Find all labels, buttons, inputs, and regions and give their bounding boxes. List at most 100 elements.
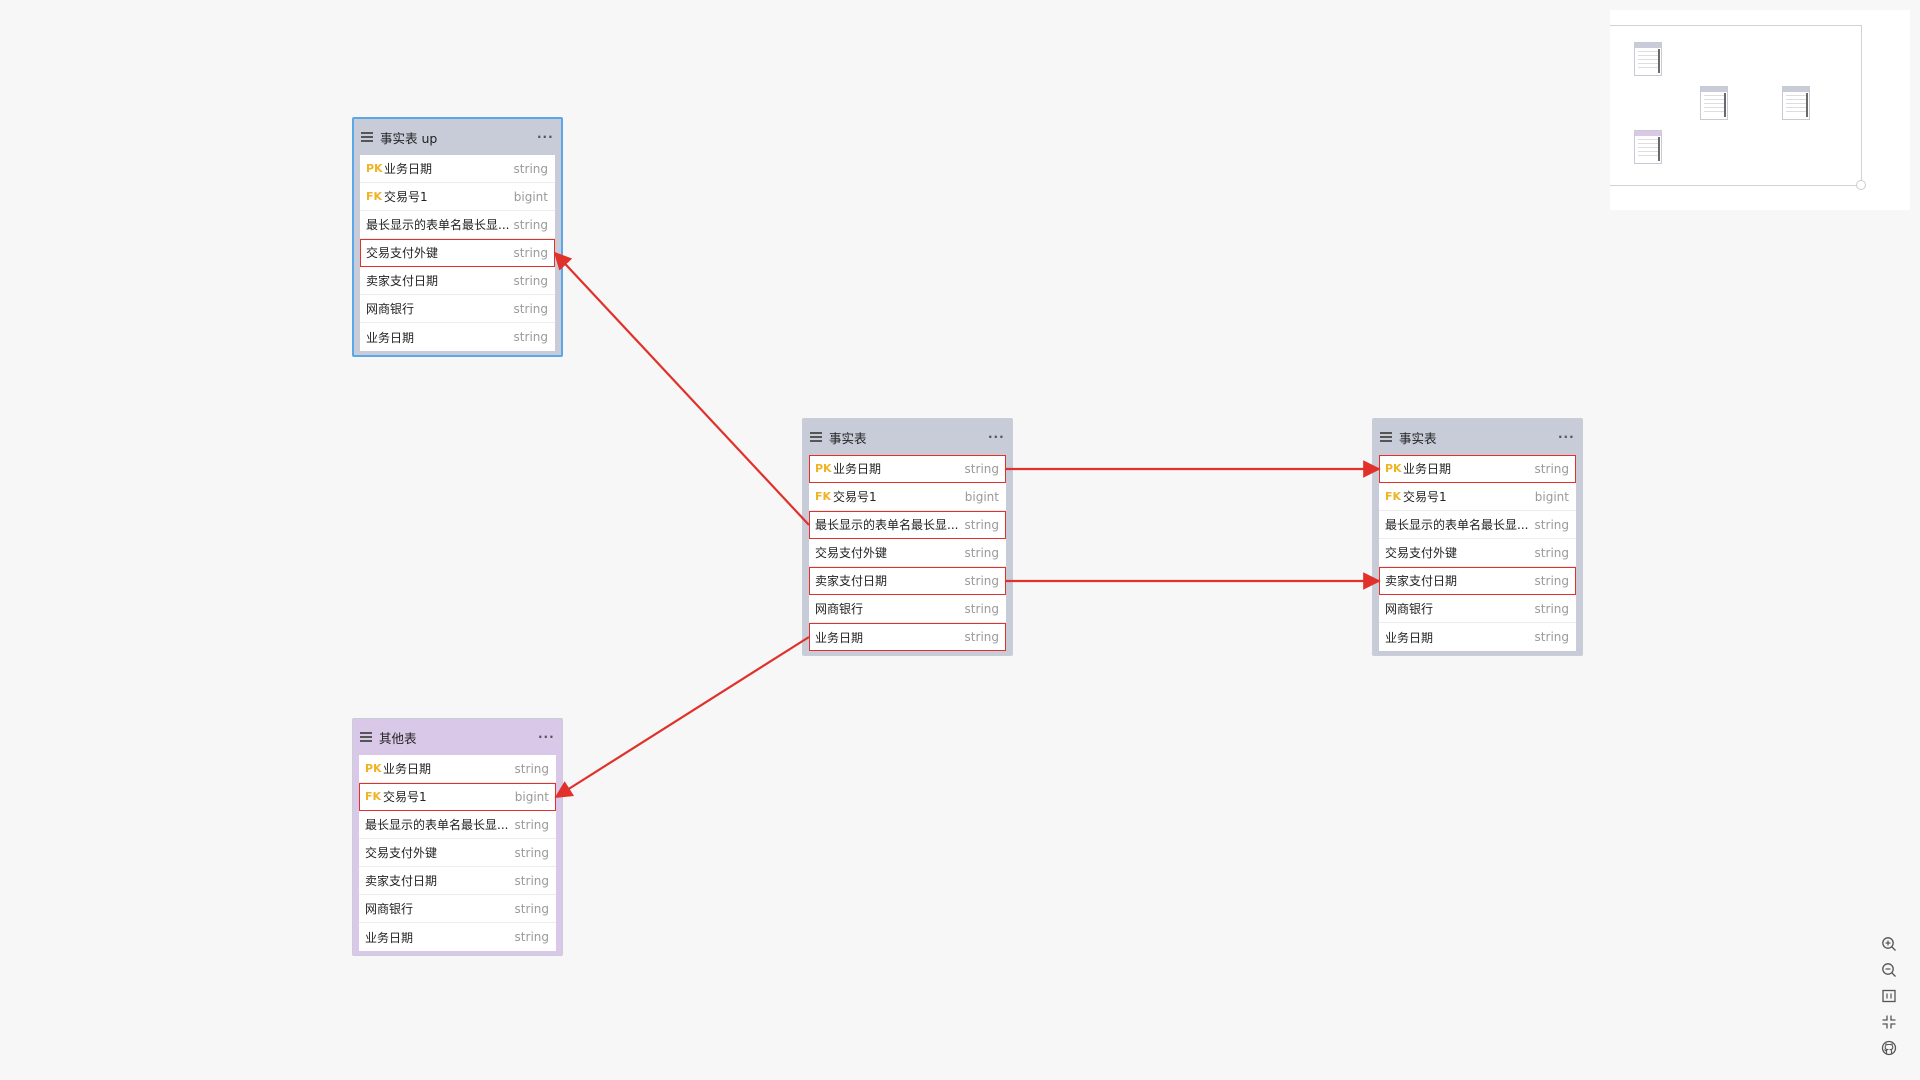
github-icon[interactable] — [1880, 1039, 1898, 1057]
field-name: 卖家支付日期 — [815, 574, 888, 588]
field-name: 交易支付外键 — [1385, 546, 1458, 560]
field-type: string — [513, 217, 548, 232]
table-header[interactable]: 事实表 up ··· — [360, 119, 555, 155]
canvas-toolbar — [1876, 935, 1902, 1057]
field-type: string — [513, 330, 548, 344]
foreign-key-badge: FK — [365, 790, 382, 803]
field-name: 卖家支付日期 — [1385, 574, 1458, 588]
minimap-resize-handle[interactable] — [1856, 180, 1866, 190]
field-row[interactable]: 最长显示的表单名最长显... string — [1379, 511, 1576, 539]
field-type: bigint — [964, 489, 999, 504]
field-name: 业务日期 — [1385, 630, 1434, 645]
field-type: string — [514, 817, 549, 832]
more-icon[interactable]: ··· — [1558, 430, 1575, 444]
field-type: string — [514, 761, 549, 776]
more-icon[interactable]: ··· — [538, 730, 555, 744]
field-type: string — [1534, 517, 1569, 532]
more-icon[interactable]: ··· — [988, 430, 1005, 444]
field-type: string — [964, 601, 999, 616]
field-name: 卖家支付日期 — [365, 874, 438, 888]
fit-view-icon[interactable] — [1880, 987, 1898, 1005]
list-icon — [1380, 432, 1392, 442]
field-name: 业务日期 — [384, 162, 433, 176]
field-type: bigint — [514, 789, 549, 804]
more-icon[interactable]: ··· — [537, 130, 554, 144]
field-row[interactable]: 网商银行 string — [809, 595, 1006, 623]
field-name: 网商银行 — [1385, 602, 1434, 616]
relation-line[interactable] — [553, 251, 810, 526]
field-row[interactable]: 网商银行 string — [359, 895, 556, 923]
list-icon — [361, 132, 373, 142]
primary-key-badge: PK — [366, 162, 383, 175]
field-type: string — [964, 517, 999, 532]
field-name: 网商银行 — [365, 902, 414, 916]
table-title: 事实表 — [1399, 430, 1437, 446]
primary-key-badge: PK — [1385, 462, 1402, 475]
collapse-icon[interactable] — [1880, 1013, 1898, 1031]
zoom-out-icon[interactable] — [1880, 961, 1898, 979]
zoom-in-icon[interactable] — [1880, 935, 1898, 953]
field-row[interactable]: 网商银行 string — [1379, 595, 1576, 623]
field-name: 业务日期 — [365, 930, 414, 945]
field-type: string — [964, 573, 999, 588]
field-type: string — [513, 301, 548, 316]
field-name: 业务日期 — [833, 462, 882, 476]
minimap[interactable] — [1610, 10, 1910, 210]
field-name: 网商银行 — [815, 602, 864, 616]
field-name: 业务日期 — [383, 762, 432, 776]
field-name: 卖家支付日期 — [366, 274, 439, 288]
table-header[interactable]: 事实表 ··· — [809, 419, 1006, 455]
field-row[interactable]: 网商银行 string — [360, 295, 555, 323]
relation-line[interactable] — [554, 636, 810, 798]
field-name: 业务日期 — [366, 330, 415, 345]
minimap-viewport[interactable] — [1610, 25, 1862, 186]
field-name: 交易支付外键 — [815, 546, 888, 560]
table-header[interactable]: 事实表 ··· — [1379, 419, 1576, 455]
primary-key-badge: PK — [365, 762, 382, 775]
field-name: 网商银行 — [366, 302, 415, 316]
table-title: 事实表 — [829, 430, 867, 446]
field-name: 最长显示的表单名最长显... — [1385, 518, 1529, 532]
table-header[interactable]: 其他表 ··· — [359, 719, 556, 755]
field-type: string — [514, 930, 549, 944]
field-name: 交易号1 — [383, 790, 427, 804]
field-type: string — [1534, 545, 1569, 560]
field-type: string — [514, 901, 549, 916]
list-icon — [810, 432, 822, 442]
field-type: string — [1534, 601, 1569, 616]
field-type: string — [1534, 573, 1569, 588]
field-type: string — [513, 245, 548, 260]
field-row[interactable]: 卖家支付日期 string — [809, 567, 1006, 595]
field-row[interactable]: 业务日期 string — [359, 923, 556, 951]
field-name: 交易号1 — [1403, 490, 1447, 504]
field-type: string — [1534, 461, 1569, 476]
field-row[interactable]: 交易支付外键 string — [1379, 539, 1576, 567]
field-row[interactable]: 最长显示的表单名最长显...string — [359, 811, 556, 839]
field-row[interactable]: 最长显示的表单名最长显...string — [809, 511, 1006, 539]
field-row[interactable]: 卖家支付日期 string — [1379, 567, 1576, 595]
field-row[interactable]: 最长显示的表单名最长显...string — [360, 211, 555, 239]
field-row[interactable]: 业务日期 string — [360, 323, 555, 351]
